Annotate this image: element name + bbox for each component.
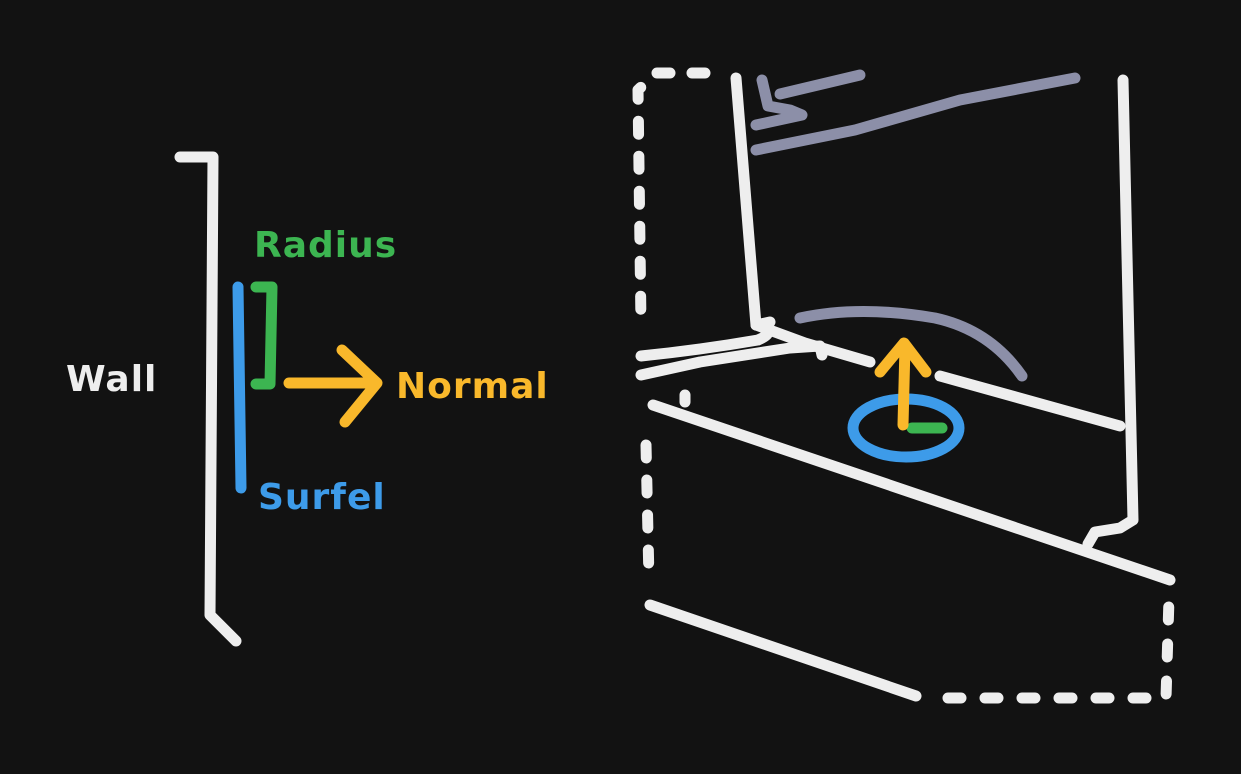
grey-surface-top-3: [750, 72, 1081, 156]
scene-normal-arrow: [874, 337, 932, 431]
surfel-label: Surfel: [258, 477, 386, 518]
wall-line: [174, 151, 242, 647]
ledge-tip: [635, 324, 828, 408]
radius-label: Radius: [254, 225, 397, 266]
cutaway-outline-left: [632, 67, 711, 331]
cutaway-outline-bottom: [942, 592, 1175, 704]
wall-label: Wall: [66, 359, 157, 400]
normal-arrow: [283, 344, 383, 428]
ledge-back-edge: [934, 370, 1126, 432]
normal-label: Normal: [396, 366, 549, 407]
back-wall-right-edge: [1082, 74, 1139, 550]
grey-surface-ledge: [794, 306, 1028, 382]
back-wall-left-edge: [730, 72, 776, 331]
cutaway-outline-lower: [640, 439, 655, 586]
grey-surface-top-1: [774, 69, 866, 100]
floor-edge: [647, 399, 1176, 586]
legend-diagram: Wall Radius Normal Surfel: [66, 151, 549, 647]
radius-bracket: [250, 281, 278, 390]
surfel-line: [232, 281, 247, 494]
base-edge: [644, 599, 922, 702]
scene-diagram: [632, 67, 1176, 704]
grey-surface-top-2: [750, 74, 808, 131]
